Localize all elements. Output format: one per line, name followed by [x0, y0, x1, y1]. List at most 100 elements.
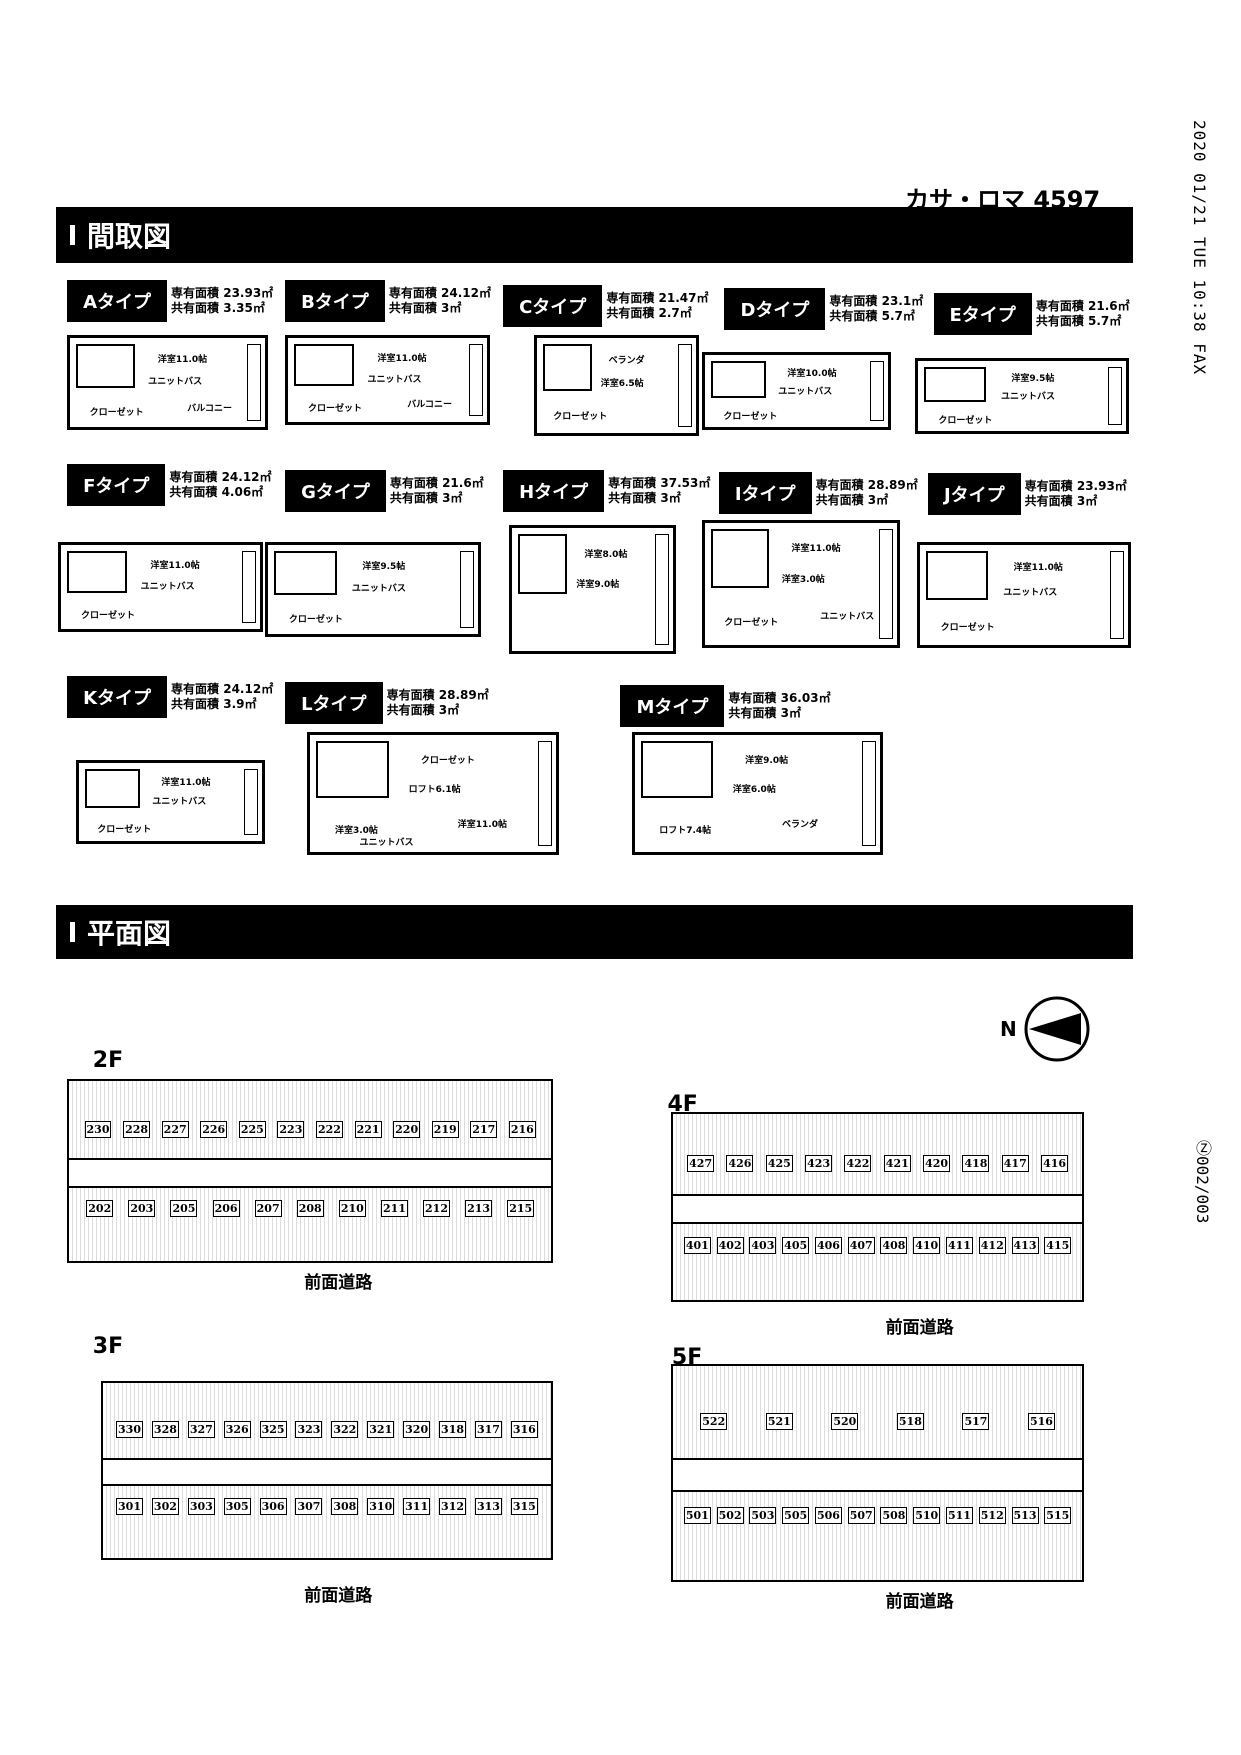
unit-number: 205	[170, 1199, 198, 1217]
unit-number: 320	[403, 1421, 431, 1439]
bar-marker	[70, 225, 75, 245]
balcony	[878, 528, 893, 640]
unit-number: 518	[896, 1413, 924, 1431]
unit-number: 512	[978, 1507, 1006, 1525]
corridor	[69, 1158, 552, 1188]
private-area: 36.03㎡	[780, 691, 831, 706]
shared-area: 3㎡	[867, 492, 889, 507]
unit-floor-plan: 洋室6.5帖ベランダクローゼット	[534, 335, 699, 436]
unit-number: 210	[338, 1199, 366, 1217]
fax-timestamp: 2020 01/21 TUE 10:38 FAX	[1190, 120, 1209, 376]
balcony	[862, 741, 877, 847]
page-counter: Ⓩ002/003	[1193, 1140, 1212, 1224]
shared-area-label: 共有面積	[171, 697, 220, 712]
room-label: 洋室9.0帖	[576, 580, 620, 591]
floor-label: 2F	[92, 1047, 124, 1073]
unit-number: 228	[123, 1120, 151, 1138]
room-label: クローゼット	[938, 416, 993, 427]
unit-number: 522	[700, 1413, 728, 1431]
unit-number: 312	[439, 1498, 467, 1516]
shared-area-label: 共有面積	[389, 490, 438, 505]
balcony	[870, 361, 885, 422]
room-label: クローゼット	[420, 755, 475, 766]
unit-number: 520	[831, 1413, 859, 1431]
unit-number: 412	[978, 1237, 1006, 1255]
corridor	[672, 1194, 1083, 1225]
unit-number: 422	[844, 1155, 872, 1173]
room-label: クローゼット	[80, 610, 135, 621]
unit-number: 325	[259, 1421, 287, 1439]
room-label: クローゼット	[553, 412, 608, 423]
bathroom	[85, 769, 141, 809]
room-label: ユニットバス	[351, 583, 406, 594]
unit-number: 515	[1044, 1507, 1072, 1525]
unit-number: 506	[814, 1507, 842, 1525]
unit-number: 425	[765, 1155, 793, 1173]
private-area-label: 専有面積	[169, 469, 218, 484]
room-label: ユニットバス	[140, 581, 195, 592]
unit-number: 303	[187, 1498, 215, 1516]
private-area: 28.89㎡	[438, 687, 489, 702]
shared-area-label: 共有面積	[608, 490, 657, 505]
room-label: ユニットバス	[1000, 391, 1055, 402]
unit-number: 326	[223, 1421, 251, 1439]
room-label: ロフト6.1帖	[408, 785, 461, 796]
room-label: 洋室11.0帖	[1013, 563, 1063, 574]
unit-number: 227	[161, 1120, 189, 1138]
unit-floor-plan: ユニットバス洋室11.0帖クローゼットバルコニー	[285, 335, 490, 425]
shared-area-label: 共有面積	[606, 306, 655, 321]
unit-floor-plan: ユニットバス洋室11.0帖クローゼットバルコニー	[67, 335, 269, 431]
bathroom	[543, 344, 592, 391]
shared-area-label: 共有面積	[728, 706, 777, 721]
bathroom	[294, 344, 354, 386]
shared-area-label: 共有面積	[388, 300, 437, 315]
type-name: Iタイプ	[718, 471, 812, 514]
type-name: Bタイプ	[285, 279, 385, 322]
room-label: クローゼット	[724, 617, 779, 628]
shared-area-label: 共有面積	[169, 484, 218, 499]
unit-number: 420	[923, 1155, 951, 1173]
type-name: Jタイプ	[927, 472, 1021, 515]
unit-number: 416	[1041, 1155, 1069, 1173]
unit-floor-plan: 洋室6.0帖洋室9.0帖ロフト7.4帖ベランダ	[631, 732, 884, 856]
bathroom	[316, 741, 390, 798]
unit-number: 410	[913, 1237, 941, 1255]
room-label: ユニットバス	[1003, 588, 1058, 599]
shared-area: 3.35㎡	[223, 300, 265, 315]
room-label: 洋室10.0帖	[787, 368, 837, 379]
unit-number: 423	[805, 1155, 833, 1173]
unit-number: 317	[474, 1421, 502, 1439]
unit-number: 521	[765, 1413, 793, 1431]
private-area: 23.93㎡	[223, 285, 274, 300]
room-label: クローゼット	[89, 408, 144, 419]
room-label: ユニットバス	[148, 376, 203, 387]
unit-number: 411	[946, 1237, 973, 1255]
unit-number: 311	[403, 1498, 431, 1516]
room-label: 洋室9.5帖	[362, 561, 406, 572]
balcony	[1108, 366, 1123, 425]
floor-label: 3F	[92, 1333, 124, 1359]
type-name: Lタイプ	[285, 681, 383, 724]
unit-number: 213	[465, 1199, 493, 1217]
shared-area: 3㎡	[780, 706, 801, 721]
private-area: 37.53㎡	[660, 475, 711, 490]
unit-number: 413	[1011, 1237, 1039, 1255]
unit-number: 208	[296, 1199, 324, 1217]
unit-number: 330	[116, 1421, 143, 1439]
room-label: クローゼット	[288, 614, 343, 625]
section-bar-layouts: 間取図	[56, 207, 1133, 263]
unit-number: 316	[510, 1421, 538, 1439]
unit-number: 221	[354, 1120, 382, 1138]
